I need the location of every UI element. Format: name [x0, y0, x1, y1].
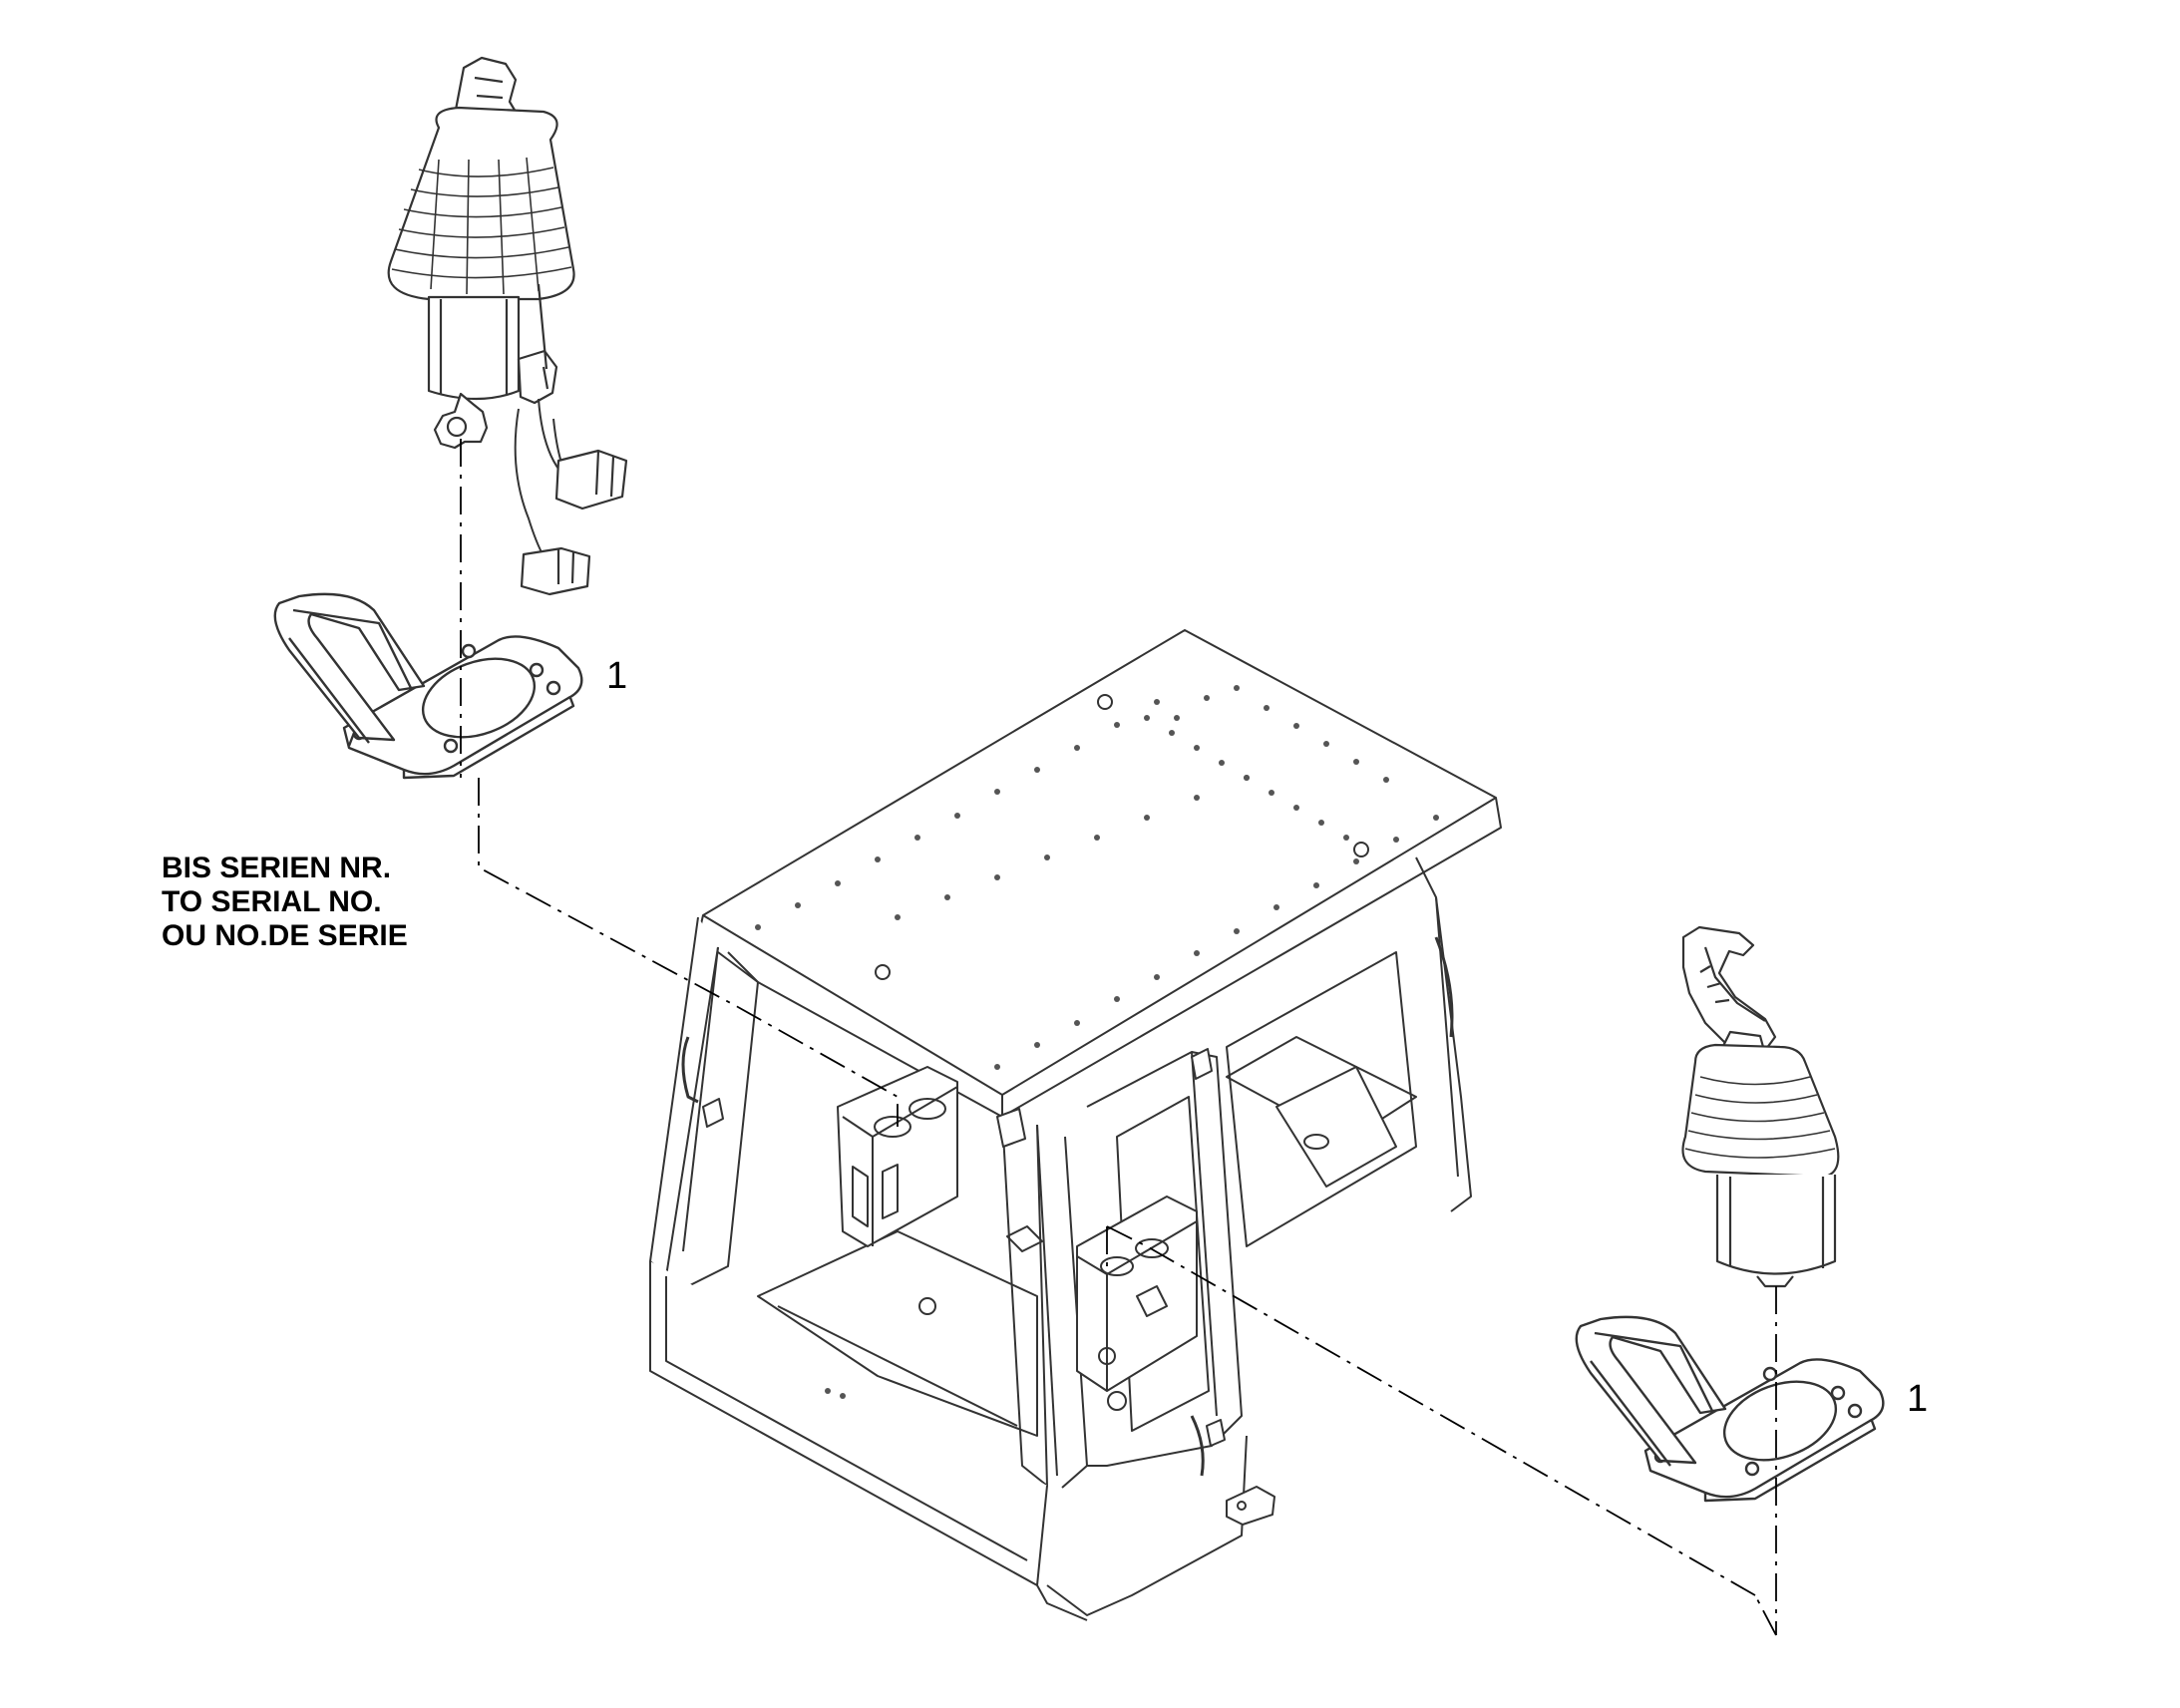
- left-mounting-bracket: [273, 592, 583, 780]
- assembly-lines: [460, 439, 1777, 1636]
- callout-right-bracket: 1: [1907, 1378, 1928, 1420]
- right-joystick-assembly: [1681, 925, 1840, 1288]
- serial-note: BIS SERIEN NR. TO SERIAL NO. OU NO.DE SE…: [162, 852, 408, 952]
- left-joystick-assembly: [387, 56, 628, 596]
- note-line-1: BIS SERIEN NR.: [162, 852, 391, 884]
- note-line-2: TO SERIAL NO.: [162, 885, 382, 918]
- note-line-3: OU NO.DE SERIE: [162, 919, 408, 952]
- operator-cab: [649, 629, 1502, 1621]
- callout-left-bracket: 1: [606, 655, 627, 697]
- right-mounting-bracket: [1575, 1315, 1885, 1503]
